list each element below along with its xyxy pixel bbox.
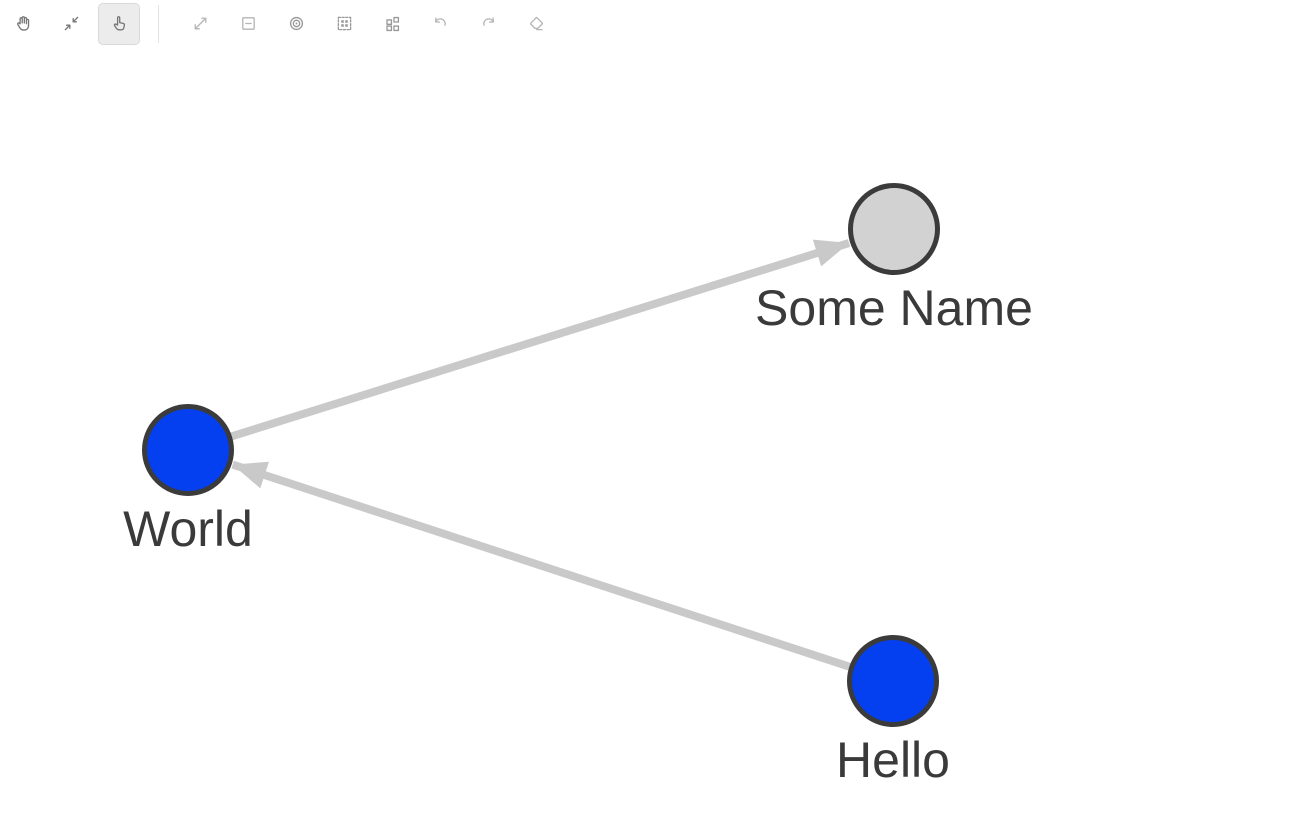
node-label-some-name: Some Name — [755, 280, 1033, 336]
squares-layout-icon — [385, 16, 399, 32]
edit-mode-button[interactable] — [98, 2, 140, 45]
eraser-icon — [529, 17, 543, 31]
redo-button[interactable] — [467, 3, 509, 45]
redo-arrow-icon — [482, 17, 494, 26]
square-minus-icon — [241, 17, 255, 30]
node-label-world: World — [123, 501, 253, 557]
edge-hello-to-world[interactable] — [231, 460, 895, 685]
node-label-hello: Hello — [836, 732, 950, 788]
grab-hand-icon — [16, 16, 29, 31]
collapse-arrows-icon — [64, 16, 78, 31]
zoom-in-button[interactable] — [179, 3, 221, 45]
undo-arrow-icon — [434, 17, 446, 26]
fit-selection-button[interactable] — [323, 3, 365, 45]
expand-arrows-icon — [194, 17, 206, 30]
zoom-original-button[interactable] — [275, 3, 317, 45]
pointer-hand-icon — [113, 16, 125, 31]
dashed-square-grid-icon — [337, 16, 351, 31]
toolbar-separator — [158, 4, 159, 43]
layout-button[interactable] — [371, 3, 413, 45]
target-circles-icon — [289, 16, 303, 31]
fit-content-button[interactable] — [50, 3, 92, 45]
node-world[interactable] — [142, 404, 234, 496]
node-some-name[interactable] — [848, 183, 940, 275]
edge-world-to-some-name[interactable] — [186, 239, 851, 454]
toolbar — [0, 0, 1298, 47]
clear-button[interactable] — [515, 3, 557, 45]
undo-button[interactable] — [419, 3, 461, 45]
node-hello[interactable] — [847, 635, 939, 727]
pan-button[interactable] — [2, 3, 44, 45]
zoom-out-button[interactable] — [227, 3, 269, 45]
